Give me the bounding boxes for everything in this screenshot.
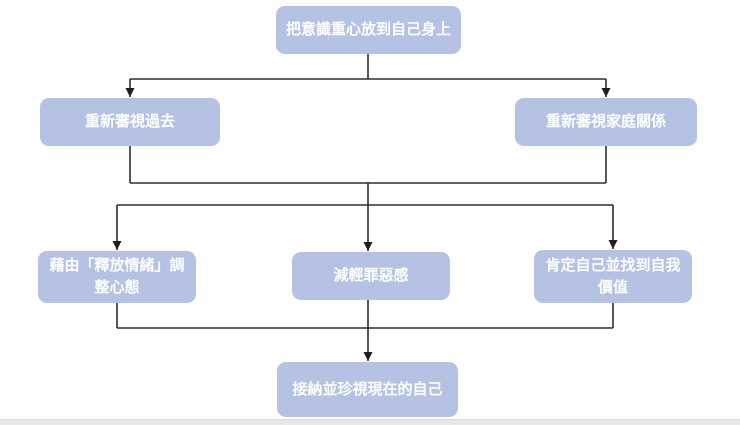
node-reduce-guilt-label: 減輕罪惡感 bbox=[333, 267, 409, 285]
node-review-family: 重新審視家庭關係 bbox=[515, 98, 697, 146]
node-review-family-label: 重新審視家庭關係 bbox=[545, 113, 666, 131]
node-review-past-label: 重新審視過去 bbox=[84, 113, 175, 131]
bottom-edge-divider bbox=[0, 419, 740, 425]
connector-mid-merge bbox=[129, 146, 607, 184]
connector-top-split bbox=[130, 54, 606, 80]
node-affirm-self-worth: 肯定自己並找到自我價值 bbox=[534, 250, 692, 303]
node-accept-present-self-label: 接納並珍視現在的自己 bbox=[292, 380, 443, 398]
connector-bottom-merge bbox=[116, 303, 614, 329]
node-adjust-mindset: 藉由「釋放情緒」調整心態 bbox=[38, 251, 196, 303]
node-affirm-self-worth-label: 肯定自己並找到自我價值 bbox=[545, 256, 681, 296]
node-focus-self: 把意識重心放到自己身上 bbox=[276, 6, 461, 54]
node-adjust-mindset-label: 藉由「釋放情緒」調整心態 bbox=[49, 257, 185, 296]
node-reduce-guilt: 減輕罪惡感 bbox=[292, 252, 450, 300]
node-focus-self-label: 把意識重心放到自己身上 bbox=[285, 21, 451, 39]
node-accept-present-self: 接納並珍視現在的自己 bbox=[277, 362, 458, 417]
node-review-past: 重新審視過去 bbox=[40, 98, 220, 146]
